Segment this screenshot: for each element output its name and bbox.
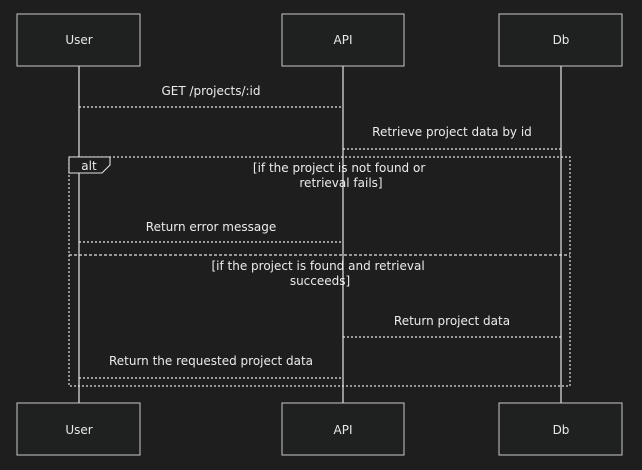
participant-label: API	[334, 33, 353, 47]
alt-tag-label: alt	[81, 159, 97, 173]
alt-frame: alt [if the project is not found or retr…	[68, 156, 571, 387]
message-return-requested-label: Return the requested project data	[109, 354, 313, 368]
participant-box	[498, 402, 623, 456]
message-get-request: GET /projects/:id	[79, 84, 343, 108]
alt-frame-border	[68, 156, 571, 387]
participant-label: Db	[553, 423, 570, 437]
alt-condition-1-line-2: retrieval fails]	[299, 176, 382, 190]
participant-label: User	[65, 423, 92, 437]
alt-condition-1-line-1: [if the project is not found or	[253, 161, 425, 175]
alt-condition-1: [if the project is not found or retrieva…	[253, 161, 429, 190]
participant-box	[281, 402, 405, 456]
alt-tag-box	[68, 156, 111, 174]
message-retrieve-label: Retrieve project data by id	[372, 125, 532, 139]
participant-label: API	[334, 423, 353, 437]
message-return-data: Return project data	[343, 314, 561, 338]
participant-box	[498, 13, 623, 67]
participant-label: Db	[553, 33, 570, 47]
message-error: Return error message	[79, 220, 343, 243]
participant-box	[281, 13, 405, 67]
message-retrieve: Retrieve project data by id	[343, 125, 561, 150]
alt-condition-2: [if the project is found and retrieval s…	[211, 259, 428, 288]
participant-db-top: Db	[498, 13, 623, 67]
alt-condition-2-line-1: [if the project is found and retrieval	[211, 259, 424, 273]
participant-api-top: API	[281, 13, 405, 67]
message-return-data-label: Return project data	[394, 314, 510, 328]
message-return-requested: Return the requested project data	[79, 354, 343, 379]
participant-box	[16, 402, 141, 456]
alt-condition-2-line-2: succeeds]	[290, 274, 350, 288]
participant-api-bottom: API	[281, 402, 405, 456]
message-error-label: Return error message	[146, 220, 276, 234]
participant-user-top: User	[16, 13, 141, 67]
participant-box	[16, 13, 141, 67]
participant-label: User	[65, 33, 92, 47]
participant-user-bottom: User	[16, 402, 141, 456]
message-get-request-label: GET /projects/:id	[161, 84, 260, 98]
participant-db-bottom: Db	[498, 402, 623, 456]
